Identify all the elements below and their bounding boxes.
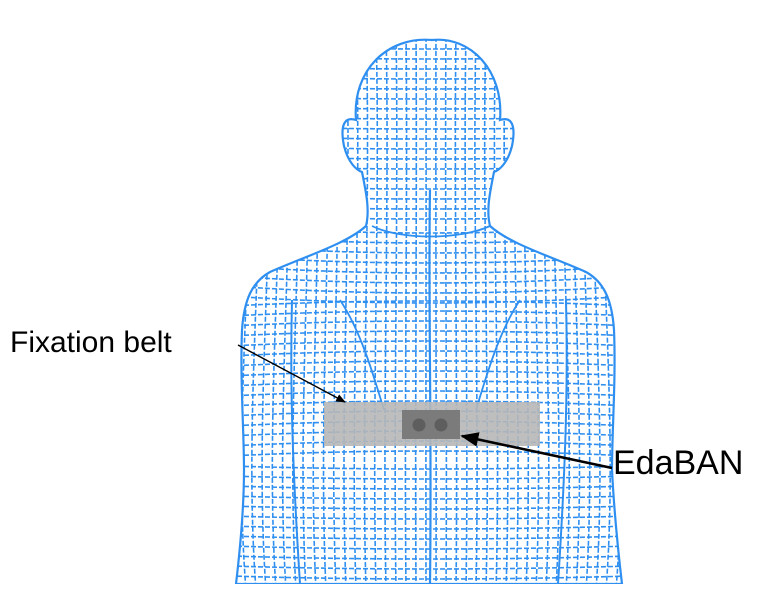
sensor-contact-right bbox=[435, 419, 448, 432]
mesh-line bbox=[429, 190, 430, 584]
sensor-contact-left bbox=[413, 419, 426, 432]
edaban-label: EdaBAN bbox=[613, 444, 743, 483]
fixation-belt-label: Fixation belt bbox=[10, 326, 172, 360]
edaban-sensor bbox=[402, 410, 460, 439]
mesh-line bbox=[230, 36, 630, 39]
fixation-belt bbox=[324, 402, 540, 446]
mesh-line bbox=[231, 30, 240, 584]
human-back-mesh bbox=[230, 30, 630, 584]
